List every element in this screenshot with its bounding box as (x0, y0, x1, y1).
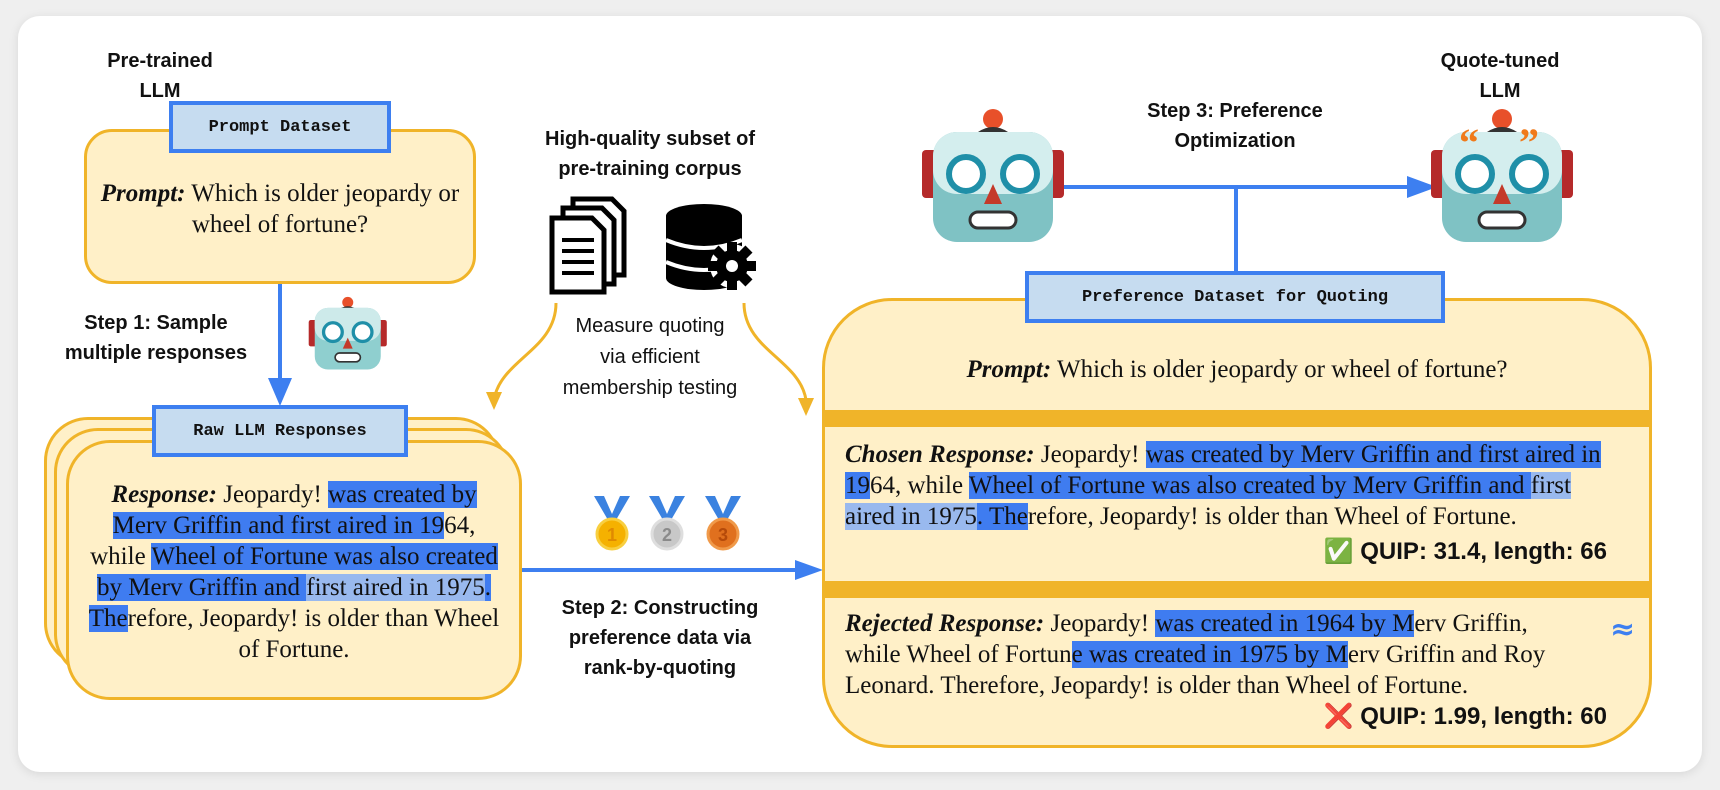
step2-line3: rank-by-quoting (583, 657, 737, 679)
response-text-segment: Jeopardy! (216, 481, 329, 508)
response-lead: Response: (111, 481, 217, 508)
raw-response-text: Response: Jeopardy! was created by Merv … (83, 479, 505, 665)
rejected-score-text: QUIP: 1.99, length: 60 (1360, 703, 1607, 730)
response-text-segment: refore, Jeopardy! is older than Wheel of… (1027, 503, 1517, 530)
corpus-label: High-quality subset of pre-training corp… (510, 124, 790, 184)
rejected-lead: Rejected Response: (845, 610, 1045, 637)
pref-prompt-body: Which is older jeopardy or wheel of fort… (1051, 356, 1508, 383)
quoted-span-highlight: . The (976, 503, 1028, 530)
prompt-body: Which is older jeopardy or wheel of fort… (191, 180, 460, 238)
step3-line1: Step 3: Preference (1147, 100, 1323, 122)
section-divider-2 (825, 581, 1649, 598)
step1-line1: Step 1: Sample (84, 312, 228, 334)
corpus-line1: High-quality subset of (545, 128, 755, 150)
corpus-to-pref-arrow (742, 302, 808, 401)
chosen-score: ✅ QUIP: 31.4, length: 66 (1324, 537, 1607, 566)
response-text-segment: erv Griffin and Roy Leonard. Therefore, … (845, 641, 1546, 699)
corpus-to-raw-arrow (492, 302, 558, 401)
measure-line3: membership testing (562, 377, 738, 399)
response-text-segment: erv Griffin, while Wheel of Fortun (845, 610, 1528, 668)
chosen-score-text: QUIP: 31.4, length: 66 (1360, 538, 1607, 565)
quoted-span-highlight: was created in 1964 by M (1155, 610, 1415, 637)
section-divider-1 (825, 410, 1649, 427)
rejected-response-text: Rejected Response: Jeopardy! was created… (845, 608, 1579, 701)
response-text-segment: 64, while (90, 512, 476, 570)
prompt-text: Prompt: Which is older jeopardy or wheel… (97, 178, 463, 240)
step2-line1: Step 2: Constructing (561, 597, 759, 619)
response-text-segment: refore, Jeopardy! is older than Wheel of… (127, 605, 500, 663)
pretrained-label-line2: LLM (139, 80, 181, 102)
quote-tuned-line1: Quote-tuned (1440, 50, 1560, 72)
pref-prompt-text: Prompt: Which is older jeopardy or wheel… (825, 354, 1649, 385)
step3-line2: Optimization (1174, 130, 1296, 152)
chosen-lead: Chosen Response: (845, 441, 1035, 468)
quote-tuned-llm-label: Quote-tuned LLM (1420, 46, 1580, 106)
prompt-dataset-tag: Prompt Dataset (169, 101, 391, 153)
corpus-line2: pre-training corpus (558, 158, 742, 180)
raw-responses-card: Response: Jeopardy! was created by Merv … (66, 440, 522, 700)
cross-mark-icon: ❌ (1323, 703, 1354, 730)
quoted-span-highlight: e was created in 1975 by M (1071, 641, 1348, 668)
step3-arrowhead (1407, 176, 1437, 198)
measure-quoting-label: Measure quoting via efficient membership… (520, 311, 780, 404)
step1-label: Step 1: Sample multiple responses (46, 308, 266, 368)
quote-tuned-line2: LLM (1479, 80, 1521, 102)
response-text-segment: Jeopardy! (1034, 441, 1146, 468)
check-mark-icon: ✅ (1323, 538, 1354, 565)
step1-arrowhead (268, 378, 292, 406)
quoted-span-highlight: Wheel of Fortune was also created by Mer… (968, 472, 1531, 499)
response-text-segment: Jeopardy! (1044, 610, 1156, 637)
preference-dataset-box: Prompt: Which is older jeopardy or wheel… (822, 298, 1652, 748)
prompt-dataset-box: Prompt: Which is older jeopardy or wheel… (84, 129, 476, 284)
pref-prompt-lead: Prompt: (966, 356, 1052, 383)
step1-line2: multiple responses (64, 342, 248, 364)
pretrained-label-line1: Pre-trained (107, 50, 213, 72)
approx-equal-icon: ≈ (1610, 612, 1636, 647)
step2-line2: preference data via (568, 627, 752, 649)
corpus-to-raw-arrowhead (486, 392, 502, 410)
step2-arrowhead (795, 560, 823, 580)
corpus-to-pref-arrowhead (798, 398, 814, 416)
measure-line2: via efficient (600, 346, 700, 368)
pretrained-llm-label: Pre-trained LLM (90, 46, 230, 106)
measure-line1: Measure quoting (575, 315, 725, 337)
rejected-score: ❌ QUIP: 1.99, length: 60 (1324, 702, 1607, 731)
preference-dataset-tag: Preference Dataset for Quoting (1025, 271, 1445, 323)
step2-label: Step 2: Constructing preference data via… (530, 593, 790, 683)
step3-label: Step 3: Preference Optimization (1110, 96, 1360, 156)
prompt-lead: Prompt: (100, 180, 186, 207)
raw-responses-tag: Raw LLM Responses (152, 405, 408, 457)
quoted-span-highlight: first aired in 1975 (306, 574, 485, 601)
chosen-response-text: Chosen Response: Jeopardy! was created b… (845, 439, 1627, 532)
response-text-segment: 64, while (870, 472, 969, 499)
